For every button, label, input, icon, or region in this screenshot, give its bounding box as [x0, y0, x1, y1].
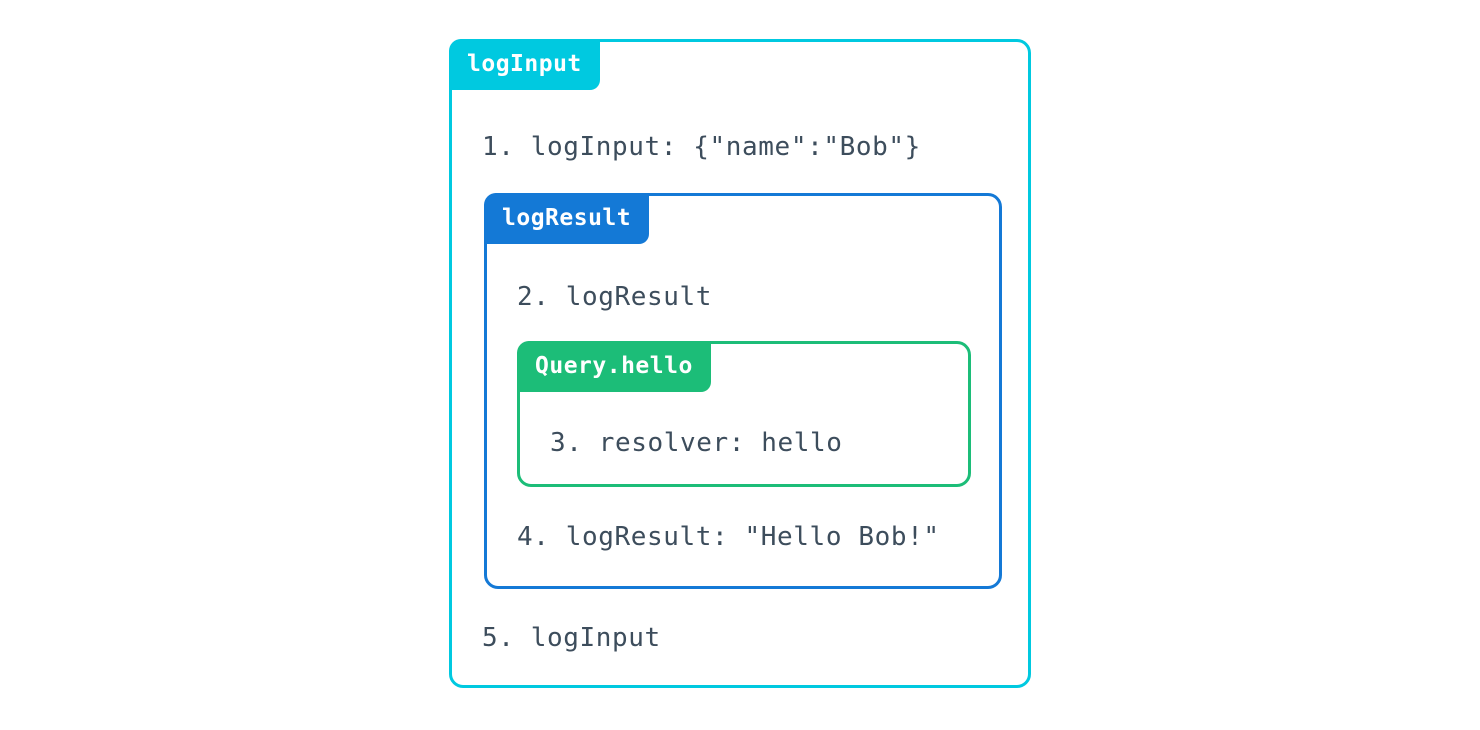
- trace-line-4: 4. logResult: "Hello Bob!": [517, 522, 940, 552]
- trace-line-1: 1. logInput: {"name":"Bob"}: [482, 132, 921, 162]
- trace-label-logresult: logResult: [484, 193, 650, 244]
- trace-line-3: 3. resolver: hello: [550, 428, 843, 458]
- trace-line-5: 5. logInput: [482, 623, 661, 653]
- trace-label-query-hello: Query.hello: [517, 341, 711, 392]
- trace-box-query-hello: Query.hello 3. resolver: hello: [517, 341, 971, 487]
- trace-label-loginput: logInput: [449, 39, 600, 90]
- trace-box-logresult: logResult 2. logResult Query.hello 3. re…: [484, 193, 1002, 589]
- trace-line-2: 2. logResult: [517, 282, 713, 312]
- trace-box-loginput: logInput 1. logInput: {"name":"Bob"} log…: [449, 39, 1031, 688]
